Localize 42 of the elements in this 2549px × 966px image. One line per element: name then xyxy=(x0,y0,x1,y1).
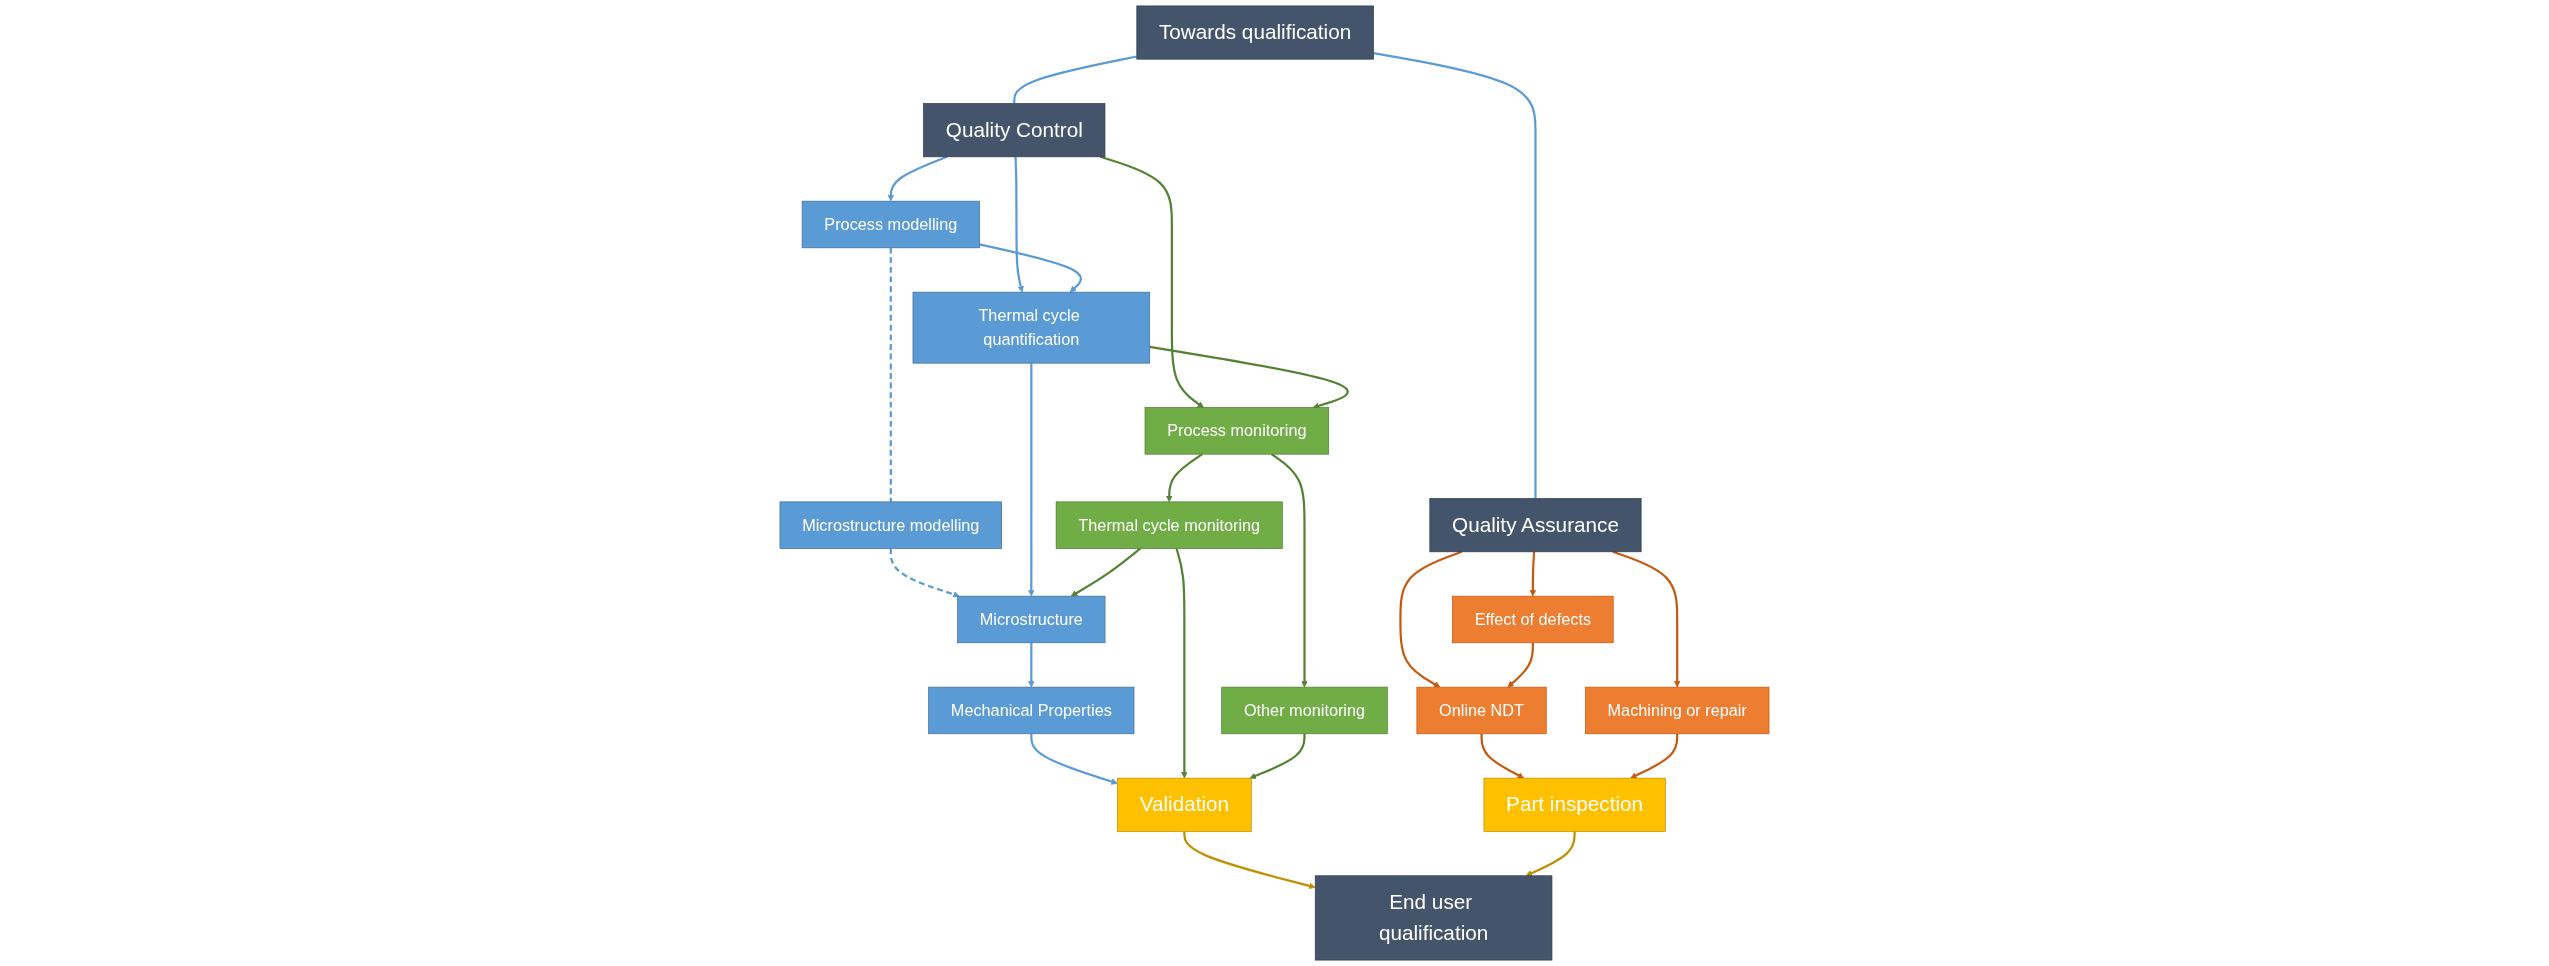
connector xyxy=(1013,55,1138,104)
arrow xyxy=(1030,733,1118,785)
arrow xyxy=(1399,550,1463,688)
arrow xyxy=(889,548,960,598)
node-box: Mechanical Properties xyxy=(928,686,1135,735)
node-box: Towards qualification xyxy=(1136,5,1374,60)
arrow xyxy=(1249,733,1306,779)
arrow xyxy=(1028,363,1035,597)
arrow xyxy=(1529,551,1537,597)
arrow xyxy=(1028,642,1035,688)
arrow xyxy=(1507,642,1534,688)
arrow xyxy=(1183,831,1316,890)
node-box: Online NDT xyxy=(1416,686,1547,735)
node-box: End user qualification xyxy=(1314,875,1553,961)
node-box: Microstructure xyxy=(957,595,1106,644)
connector xyxy=(889,247,892,502)
arrow xyxy=(1165,453,1203,503)
arrow xyxy=(1525,831,1576,877)
node-box: Quality Assurance xyxy=(1429,498,1642,553)
node-box: Quality Control xyxy=(923,103,1106,158)
arrow xyxy=(979,243,1082,293)
node-box: Part inspection xyxy=(1483,777,1666,832)
node-box: Thermal cycle quantification xyxy=(912,291,1151,364)
node-box: Effect of defects xyxy=(1452,595,1614,644)
node-box: Validation xyxy=(1117,777,1252,832)
arrow xyxy=(1630,733,1679,779)
arrow xyxy=(1014,156,1024,293)
node-box: Thermal cycle monitoring xyxy=(1055,501,1283,549)
node-box: Process monitoring xyxy=(1144,407,1330,455)
arrow xyxy=(1270,453,1308,688)
arrow xyxy=(1149,345,1349,409)
arrow xyxy=(1480,733,1525,779)
connector xyxy=(1373,52,1537,499)
node-box: Machining or repair xyxy=(1585,686,1770,735)
arrow xyxy=(1070,547,1142,597)
arrow xyxy=(1612,550,1681,688)
arrow xyxy=(887,155,948,202)
node-box: Process modelling xyxy=(801,200,980,249)
node-box: Microstructure modelling xyxy=(779,501,1002,549)
arrow xyxy=(1099,155,1204,408)
node-box: Other monitoring xyxy=(1221,686,1388,735)
arrow xyxy=(1175,548,1188,779)
